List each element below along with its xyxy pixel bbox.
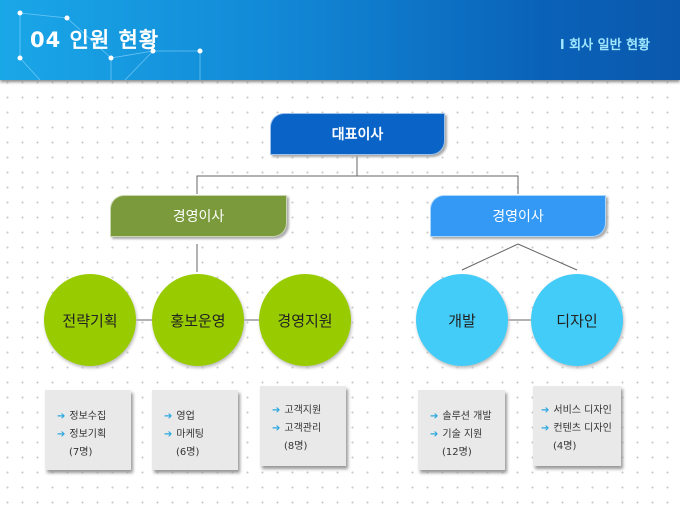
item-label: 마케팅 [176, 429, 204, 440]
ceo-label: 대표이사 [331, 127, 384, 143]
dept-circle-strategy: 전략기획 [44, 274, 136, 366]
arrow-icon: ➔ [57, 429, 66, 440]
right-director-box: 경영이사 [430, 195, 606, 237]
arrow-icon: ➔ [272, 405, 281, 416]
right-director-label: 경영이사 [492, 209, 544, 225]
list-item: ➔정보수집 [57, 408, 131, 426]
left-director-box: 경영이사 [110, 195, 287, 237]
list-item: ➔영업 [164, 408, 238, 426]
item-label: 고객지원 [284, 405, 322, 416]
dept-card: ➔영업 ➔마케팅 (6명) [152, 390, 238, 470]
dept-card: ➔정보수집 ➔정보기획 (7명) [45, 390, 131, 470]
arrow-icon: ➔ [164, 411, 173, 422]
dept-card: ➔고객지원 ➔고객관리 (8명) [260, 386, 346, 466]
arrow-icon: ➔ [164, 429, 173, 440]
dept-circle-management: 경영지원 [259, 274, 351, 366]
arrow-icon: ➔ [541, 423, 550, 434]
dept-name: 홍보운영 [170, 311, 226, 330]
arrow-icon: ➔ [57, 411, 66, 422]
dept-circle-dev: 개발 [416, 274, 508, 366]
list-item: ➔서비스 디자인 [541, 402, 621, 420]
item-label: 정보수집 [69, 411, 107, 422]
dept-card: ➔솔루션 개발 ➔기술 지원 (12명) [418, 390, 505, 470]
dept-card: ➔서비스 디자인 ➔컨텐츠 디자인 (4명) [533, 386, 621, 466]
section-label: Ⅰ 회사 일반 현황 [559, 38, 650, 53]
item-label: 서비스 디자인 [553, 405, 612, 416]
list-item: ➔기술 지원 [430, 426, 505, 444]
arrow-icon: ➔ [272, 423, 281, 434]
arrow-icon: ➔ [430, 429, 439, 440]
item-label: 고객관리 [284, 423, 322, 434]
headcount: (12명) [442, 447, 472, 458]
item-label: 정보기획 [69, 429, 107, 440]
headcount: (6명) [176, 447, 200, 458]
arrow-icon: ➔ [430, 411, 439, 422]
dept-circle-pr: 홍보운영 [152, 274, 244, 366]
headcount: (8명) [284, 441, 308, 452]
header-banner: 04 인원 현황 Ⅰ 회사 일반 현황 [0, 0, 680, 80]
item-label: 솔루션 개발 [442, 411, 492, 422]
arrow-icon: ➔ [541, 405, 550, 416]
list-item: ➔고객관리 [272, 420, 346, 438]
item-label: 영업 [176, 411, 195, 422]
left-director-label: 경영이사 [172, 209, 225, 225]
headcount: (4명) [553, 441, 577, 452]
dept-name: 경영지원 [277, 311, 333, 330]
dept-circle-design: 디자인 [531, 274, 623, 366]
list-item: ➔솔루션 개발 [430, 408, 505, 426]
list-item: ➔정보기획 [57, 426, 131, 444]
ceo-box: 대표이사 [270, 113, 445, 155]
item-label: 컨텐츠 디자인 [553, 423, 612, 434]
headcount: (7명) [69, 447, 93, 458]
page-title: 04 인원 현황 [30, 28, 160, 52]
item-label: 기술 지원 [442, 429, 483, 440]
dept-name: 디자인 [556, 311, 598, 330]
list-item: ➔컨텐츠 디자인 [541, 420, 621, 438]
list-item: ➔마케팅 [164, 426, 238, 444]
network-decoration-icon [17, 10, 203, 80]
dept-name: 개발 [448, 311, 476, 330]
list-item: ➔고객지원 [272, 402, 346, 420]
dept-name: 전략기획 [62, 311, 118, 330]
